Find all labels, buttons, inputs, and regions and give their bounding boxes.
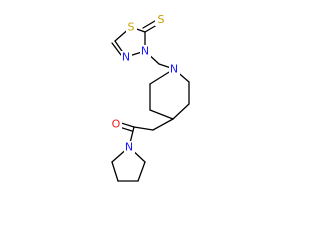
bond-n-ring-to-ch-double — [111, 42, 122, 56]
bond-layer — [111, 17, 190, 182]
atom-o-carbonyl: O — [111, 118, 122, 131]
atom-n-thiadiazole-2-label: N — [122, 51, 130, 64]
bond-c4-to-c5 — [149, 109, 174, 120]
atom-s-ring-label: S — [128, 21, 135, 34]
bond-c4-to-ch2 — [152, 118, 174, 131]
atom-s-thione: S — [155, 13, 166, 26]
atom-n-thiadiazole-1-label: N — [141, 45, 149, 58]
atom-n-piperidine: N — [169, 63, 180, 76]
atom-s-ring: S — [126, 20, 137, 34]
atom-o-carbonyl-label: O — [112, 118, 121, 131]
atom-n-pyrrolidine-label: N — [125, 141, 133, 154]
molecule-structure-diagram: S S N N N O N — [111, 13, 190, 182]
bond-cc-to-cd — [111, 161, 119, 182]
bond-ch2-to-carbonyl — [133, 126, 154, 131]
atom-n-thiadiazole-1: N — [140, 45, 151, 58]
atom-n-thiadiazole-2: N — [121, 51, 132, 64]
atom-n-pyrrolidine: N — [124, 141, 135, 154]
bond-ca-to-cb — [137, 161, 146, 182]
bond-c3-to-c4 — [172, 103, 190, 120]
atom-layer: S S N N N O N — [111, 13, 180, 154]
atom-s-thione-label: S — [158, 13, 165, 26]
atom-n-piperidine-label: N — [170, 63, 178, 76]
